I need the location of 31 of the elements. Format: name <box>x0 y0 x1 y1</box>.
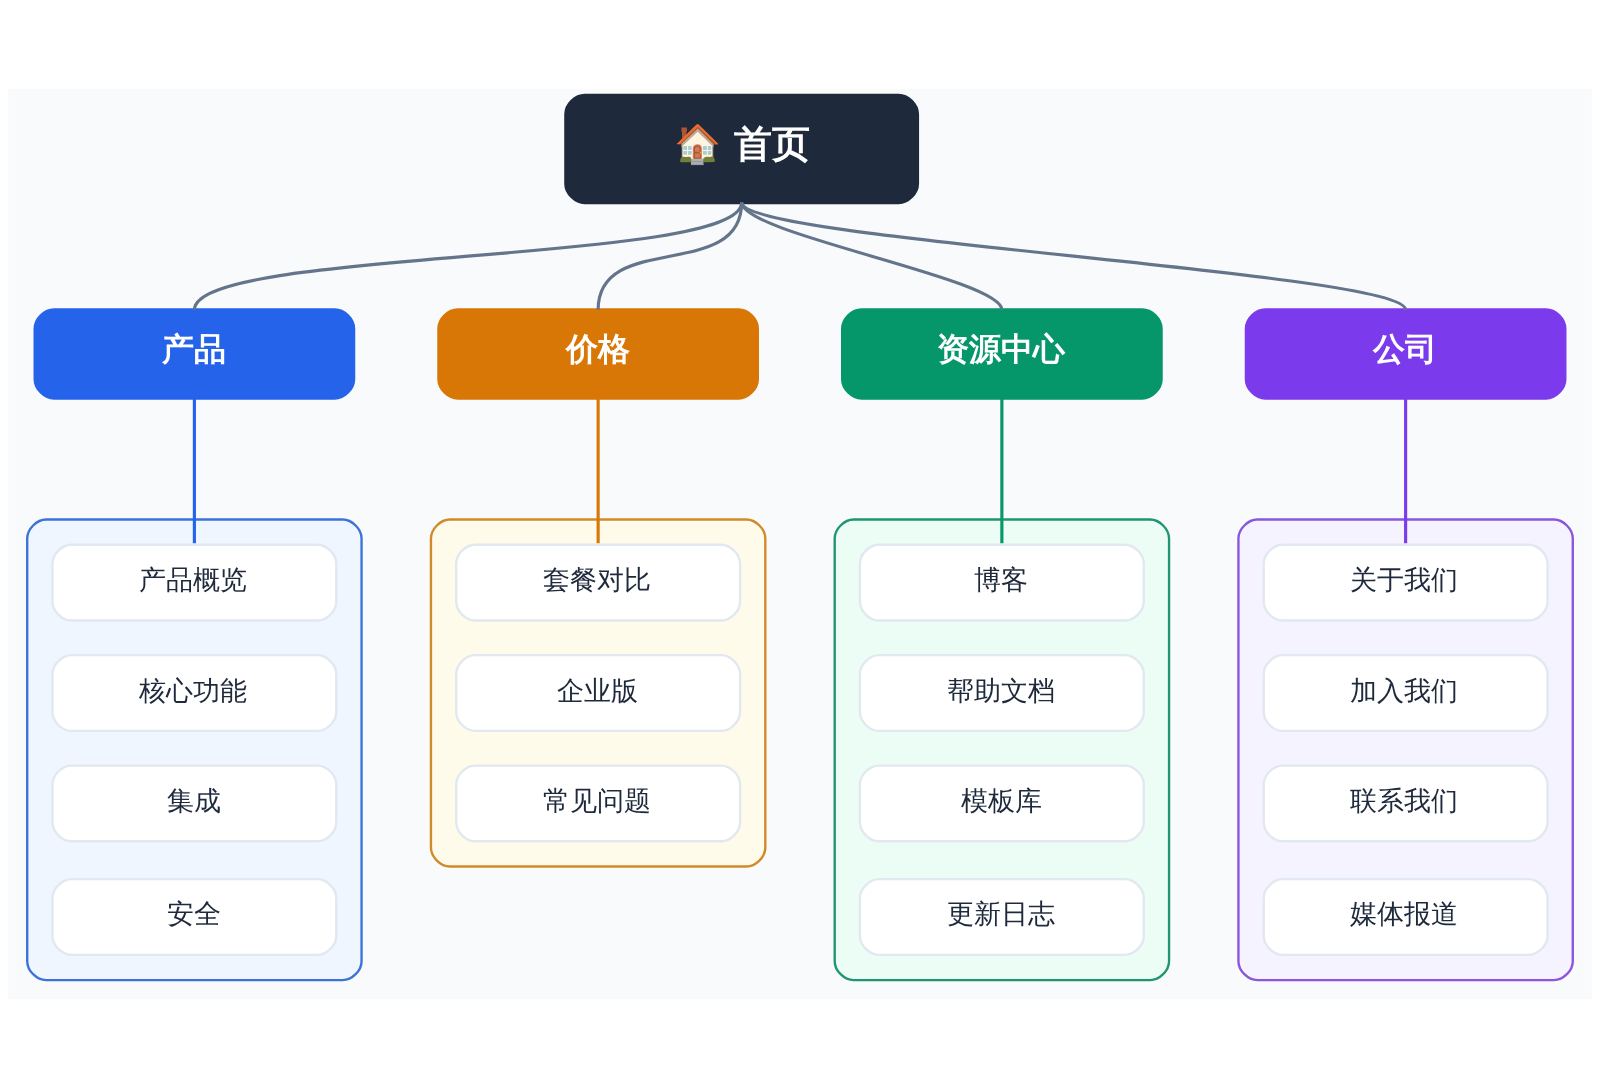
node-box: 更新日志 <box>858 877 1145 957</box>
node-box: 常见问题 <box>455 764 742 843</box>
node-box: 核心功能 <box>51 654 338 733</box>
node-box: 公司 <box>1244 308 1567 400</box>
node-box: 帮助文档 <box>858 654 1145 733</box>
connector <box>596 202 744 311</box>
cluster <box>1237 518 1574 982</box>
node-box: 博客 <box>858 543 1145 622</box>
cluster <box>833 518 1171 982</box>
node-box: 安全 <box>51 877 338 957</box>
connector <box>192 398 196 544</box>
connector <box>740 201 1407 312</box>
node-box: 🏠 首页 <box>564 93 920 205</box>
node-box: 模板库 <box>858 764 1145 843</box>
node-box: 加入我们 <box>1262 654 1549 733</box>
connector <box>596 398 600 544</box>
connector <box>1404 398 1408 544</box>
node-box: 企业版 <box>455 654 742 733</box>
cluster <box>429 518 767 868</box>
node-box: 资源中心 <box>841 308 1163 400</box>
node-box: 价格 <box>437 308 759 400</box>
node-box: 产品 <box>33 308 356 400</box>
node-box: 套餐对比 <box>455 543 742 622</box>
node-box: 产品概览 <box>51 543 338 622</box>
cluster <box>26 518 363 982</box>
connector <box>740 201 1004 311</box>
node-box: 关于我们 <box>1262 543 1549 622</box>
node-box: 媒体报道 <box>1262 877 1549 957</box>
node-box: 集成 <box>51 764 338 843</box>
node-box: 联系我们 <box>1262 764 1549 843</box>
connector <box>1000 398 1004 544</box>
